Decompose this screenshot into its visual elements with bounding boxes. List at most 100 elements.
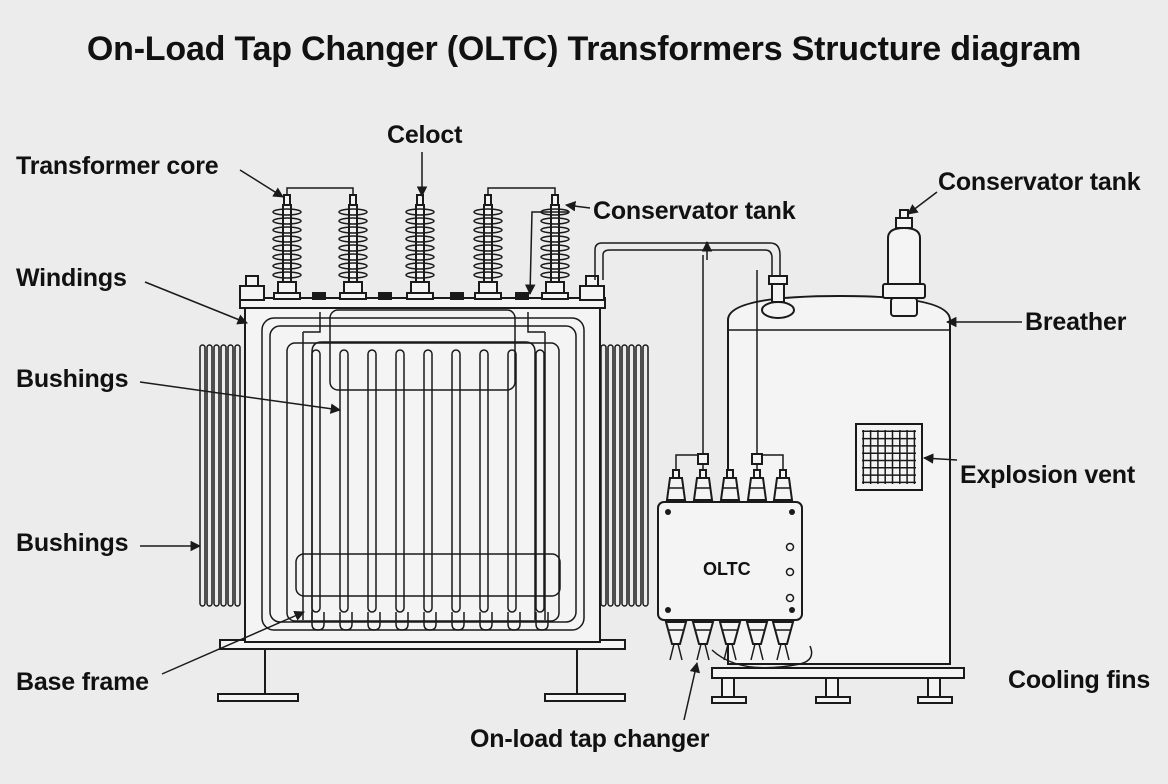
cooling-fin xyxy=(213,344,220,607)
oltc-terminals-bottom xyxy=(664,621,813,669)
cooling-fin xyxy=(607,344,614,607)
label-celoct: Celoct xyxy=(387,121,463,149)
winding-rods xyxy=(311,349,549,631)
oltc-bottom-lead xyxy=(723,643,729,661)
lid-fittings xyxy=(239,275,605,301)
label-on-load-tap-changer: On-load tap changer xyxy=(470,725,710,753)
oltc-bottom-terminal xyxy=(771,621,795,645)
bushing-shed xyxy=(540,226,570,234)
label-cooling-fins: Cooling fins xyxy=(1008,666,1151,694)
cooling-fin xyxy=(614,344,621,607)
bushing-shed xyxy=(338,226,368,234)
cooling-fins-left xyxy=(199,344,241,607)
bushing-shed xyxy=(405,235,435,243)
bushing-shed xyxy=(540,244,570,252)
winding-lead xyxy=(451,612,465,631)
bushing-shed xyxy=(338,208,368,216)
oltc-box-label: OLTC xyxy=(703,559,751,579)
bushing-shed xyxy=(540,253,570,261)
winding-lead xyxy=(507,612,521,631)
label-base-frame: Base frame xyxy=(16,668,149,696)
oltc-bottom-terminal xyxy=(745,621,769,645)
oltc-top-terminal-cap xyxy=(753,469,761,479)
label-bushings-upper: Bushings xyxy=(16,365,129,393)
bushing-shed xyxy=(540,262,570,270)
bushing-shed xyxy=(272,226,302,234)
oltc-bottom-lead xyxy=(704,643,710,661)
label-breather: Breather xyxy=(1025,308,1127,336)
oltc-top-terminal xyxy=(692,477,714,501)
bushing-shed xyxy=(338,271,368,279)
main-tank xyxy=(239,297,606,643)
bushing-shed xyxy=(272,271,302,279)
oltc-top-terminal xyxy=(746,477,768,501)
bushing-shed xyxy=(405,226,435,234)
bushing-shed xyxy=(272,208,302,216)
base-frame xyxy=(217,639,626,702)
bushing-shed xyxy=(272,262,302,270)
bushing-base xyxy=(273,292,301,300)
oltc-bottom-lead xyxy=(677,643,683,661)
transformer-core-windings xyxy=(261,309,585,631)
winding-lead xyxy=(423,612,437,631)
winding-rod xyxy=(507,349,517,613)
winding-rod xyxy=(535,349,545,613)
bushing-shed xyxy=(540,271,570,279)
oltc-bottom-lead xyxy=(750,643,756,661)
winding-rod xyxy=(367,349,377,613)
winding-rod xyxy=(339,349,349,613)
oltc-top-terminal-cap xyxy=(779,469,787,479)
oltc-top-terminal-cap xyxy=(672,469,680,479)
winding-lead xyxy=(535,612,549,631)
cooling-fin xyxy=(220,344,227,607)
bushing-terminal xyxy=(349,194,357,206)
bushing-shed xyxy=(405,244,435,252)
bushing-shed xyxy=(405,271,435,279)
cooling-fin xyxy=(199,344,206,607)
cooling-fin xyxy=(234,344,241,607)
oltc-top-terminal-cap xyxy=(699,469,707,479)
bushing-shed xyxy=(405,217,435,225)
bushing-shed xyxy=(272,235,302,243)
winding-rod xyxy=(479,349,489,613)
winding-lead xyxy=(339,612,353,631)
cooling-fin xyxy=(600,344,607,607)
cooling-fins-right xyxy=(600,344,649,607)
hv-bushings xyxy=(272,194,570,300)
oltc-bottom-lead xyxy=(696,643,702,661)
oltc-top-terminal-cap xyxy=(726,469,734,479)
label-explosion-vent: Explosion vent xyxy=(960,461,1136,489)
bushing-shed xyxy=(473,262,503,270)
cooling-fin xyxy=(635,344,642,607)
bushing-shed xyxy=(540,217,570,225)
bushing-shed xyxy=(405,253,435,261)
bushing-shed xyxy=(272,253,302,261)
cooling-fin xyxy=(206,344,213,607)
bushing-shed xyxy=(405,208,435,216)
oltc-top-terminal xyxy=(665,477,687,501)
leader-lines xyxy=(139,152,1022,721)
cooling-fin xyxy=(628,344,635,607)
bushing-shed xyxy=(473,253,503,261)
bushing-terminal xyxy=(551,194,559,206)
bushing-shed xyxy=(473,217,503,225)
winding-rod xyxy=(311,349,321,613)
cooling-fin xyxy=(642,344,649,607)
bushing-shed xyxy=(272,217,302,225)
oltc-bottom-loop xyxy=(711,645,813,669)
bushing-shed xyxy=(338,217,368,225)
bushing-shed xyxy=(338,244,368,252)
bushing-base xyxy=(474,292,502,300)
breather-device xyxy=(882,209,926,317)
label-bushings-lower: Bushings xyxy=(16,529,129,557)
oltc-bottom-terminal xyxy=(691,621,715,645)
bushing-base xyxy=(406,292,434,300)
oltc-bottom-lead xyxy=(669,643,675,661)
winding-rod xyxy=(423,349,433,613)
winding-rod xyxy=(395,349,405,613)
winding-lead xyxy=(479,612,493,631)
explosion-vent-grid xyxy=(855,423,923,491)
bushing-terminal xyxy=(416,194,424,206)
oltc-bottom-terminal xyxy=(664,621,688,645)
